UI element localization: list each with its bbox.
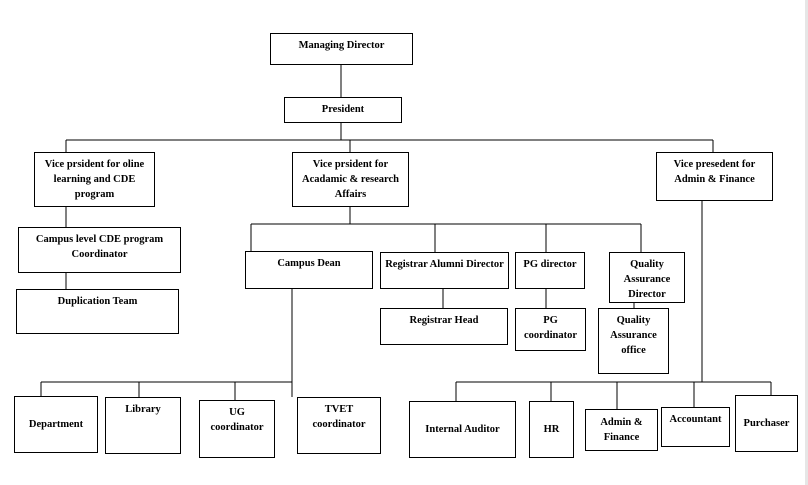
node-vp-online-learning: Vice prsident for oline learning and CDE… <box>34 152 155 207</box>
node-quality-assurance-director: Quality Assurance Director <box>609 252 685 303</box>
node-vp-admin-finance: Vice presedent for Admin & Finance <box>656 152 773 201</box>
node-pg-coordinator: PG coordinator <box>515 308 586 351</box>
node-campus-cde-coordinator: Campus level CDE program Coordinator <box>18 227 181 273</box>
node-department: Department <box>14 396 98 453</box>
node-president: President <box>284 97 402 123</box>
node-hr: HR <box>529 401 574 458</box>
node-purchaser: Purchaser <box>735 395 798 452</box>
node-admin-finance: Admin & Finance <box>585 409 658 451</box>
node-vp-academic: Vice prsident for Acadamic & research Af… <box>292 152 409 207</box>
node-registrar-alumni-director: Registrar Alumni Director <box>380 252 509 289</box>
node-duplication-team: Duplication Team <box>16 289 179 334</box>
node-quality-assurance-office: Quality Assurance office <box>598 308 669 374</box>
node-managing-director: Managing Director <box>270 33 413 65</box>
node-campus-dean: Campus Dean <box>245 251 373 289</box>
node-internal-auditor: Internal Auditor <box>409 401 516 458</box>
node-tvet-coordinator: TVET coordinator <box>297 397 381 454</box>
node-library: Library <box>105 397 181 454</box>
node-pg-director: PG director <box>515 252 585 289</box>
node-accountant: Accountant <box>661 407 730 447</box>
node-registrar-head: Registrar Head <box>380 308 508 345</box>
node-ug-coordinator: UG coordinator <box>199 400 275 458</box>
window-edge <box>805 0 808 485</box>
